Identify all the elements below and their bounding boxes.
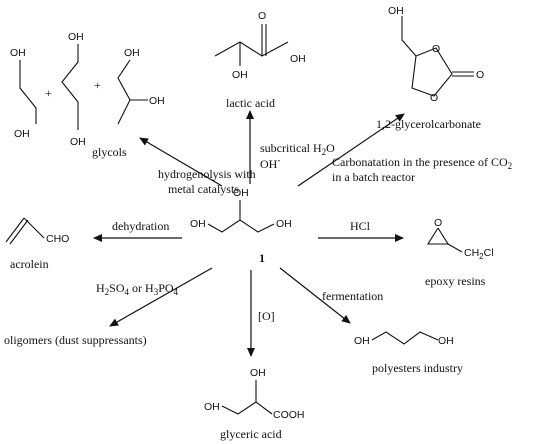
atom-oh: OH	[354, 335, 370, 347]
label-glycols: glycols	[92, 145, 127, 159]
atom-oh: OH	[250, 367, 266, 379]
atom-o: O	[432, 43, 440, 55]
condition-acid-catalyst: H2SO4 or H3PO4	[96, 281, 179, 297]
atom-o: O	[434, 217, 442, 229]
compound-number: 1	[259, 251, 265, 265]
condition-metal-catalysts: metal catalysts	[168, 182, 239, 196]
label-epoxy-resins: epoxy resins	[425, 274, 486, 288]
propylene-glycol: OH OH	[117, 47, 165, 125]
atom-oh: OH	[68, 31, 84, 43]
atom-ch2cl: CH2Cl	[464, 247, 494, 261]
condition-oxidation: [O]	[258, 309, 275, 323]
atom-oh: OH	[438, 335, 454, 347]
atom-o: O	[258, 10, 266, 22]
condition-carbonatation: Carbonatation in the presence of CO2	[332, 155, 512, 171]
glycerolcarbonate-structure: OH O O O 1,2-glycerolcarbonate	[376, 5, 484, 131]
atom-o: O	[430, 92, 438, 104]
plus-sign: +	[45, 86, 52, 100]
arrow-to-oligomers	[109, 267, 213, 327]
atom-oh: OH	[14, 128, 30, 140]
condition-subcritical-water: subcritical H2O	[260, 141, 335, 157]
glycerol-structure: OH OH OH 1	[190, 187, 292, 265]
condition-hydroxide: OH-	[260, 155, 280, 171]
condition-dehydration: dehydration	[112, 219, 169, 233]
atom-oh: OH	[70, 136, 86, 148]
label-glycerolcarbonate: 1,2-glycerolcarbonate	[376, 117, 481, 131]
plus-sign: +	[94, 78, 101, 92]
atom-oh: OH	[124, 47, 140, 59]
arrow-to-polyesters	[279, 267, 351, 324]
atom-cooh: COOH	[273, 409, 305, 421]
epoxy-structure: O CH2Cl epoxy resins	[425, 217, 494, 288]
label-acrolein: acrolein	[10, 257, 49, 271]
condition-fermentation: fermentation	[322, 289, 383, 303]
atom-oh: OH	[10, 47, 26, 59]
ethylene-glycol: OH OH	[10, 47, 37, 140]
lactic-acid-structure: O OH OH lactic acid	[214, 10, 306, 110]
atom-oh: OH	[190, 218, 206, 230]
atom-oh: OH	[388, 5, 404, 17]
atom-oh: OH	[232, 69, 248, 81]
arrow-to-glycerolcarbonate	[297, 113, 405, 187]
atom-oh: OH	[204, 401, 220, 413]
glyceric-acid-structure: OH OH COOH glyceric acid	[204, 367, 305, 441]
label-lactic-acid: lactic acid	[226, 96, 275, 110]
label-oligomers: oligomers (dust suppressants)	[4, 333, 147, 347]
condition-labels: hydrogenolysis with metal catalysts subc…	[96, 141, 512, 323]
atom-oh: OH	[290, 53, 306, 65]
propanediol: OH OH	[61, 31, 86, 148]
atom-cho: CHO	[46, 233, 69, 245]
condition-batch-reactor: in a batch reactor	[332, 170, 415, 184]
label-glyceric-acid: glyceric acid	[220, 427, 282, 441]
acrolein-structure: CHO acrolein	[5, 217, 69, 271]
condition-hydrogenolysis: hydrogenolysis with	[158, 167, 256, 181]
condition-hcl: HCl	[350, 219, 371, 233]
atom-oh: OH	[233, 187, 249, 199]
atom-oh: OH	[149, 95, 165, 107]
reaction-arrows	[93, 110, 405, 357]
glycols-structures: OH OH + OH OH + OH OH glycols	[10, 31, 165, 159]
label-polyesters: polyesters industry	[372, 361, 463, 375]
atom-o: O	[476, 69, 484, 81]
atom-oh: OH	[276, 218, 292, 230]
propanediol-polyester-structure: OH OH polyesters industry	[354, 331, 463, 375]
arrow-to-glycols	[139, 137, 223, 187]
